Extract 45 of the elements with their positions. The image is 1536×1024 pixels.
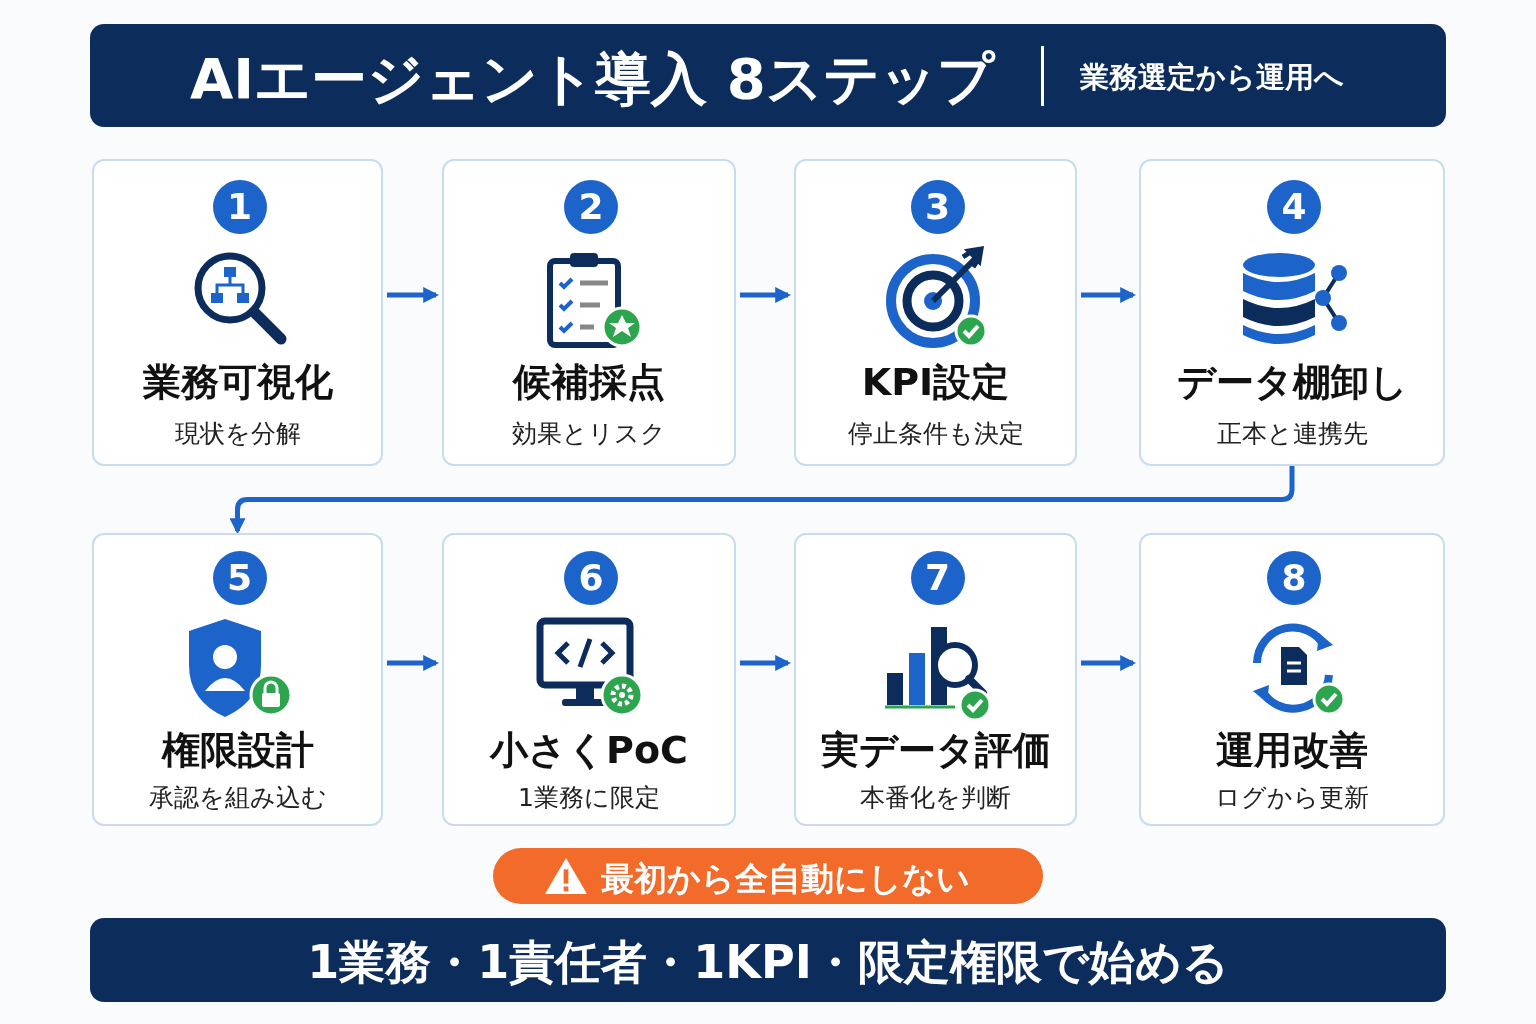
step-title: 権限設計 (160, 727, 315, 774)
step-number: 5 (212, 551, 267, 605)
step-card (794, 159, 1077, 466)
step-description: 承認を組み込む (147, 782, 328, 814)
step-number: 2 (564, 180, 618, 234)
step-card (794, 533, 1077, 826)
step-number: 8 (1267, 551, 1321, 605)
step-card (442, 159, 736, 466)
step-card (92, 159, 383, 466)
step-description: 停止条件も決定 (846, 418, 1025, 450)
step-title: KPI設定 (860, 359, 1011, 406)
arrow (740, 655, 792, 671)
arrow (1081, 655, 1137, 671)
arrow (387, 287, 440, 303)
step-description: 現状を分解 (173, 418, 302, 450)
warning-text: 最初から全自動にしない (601, 858, 970, 900)
step-description: 効果とリスク (511, 418, 667, 450)
arrow (1081, 287, 1137, 303)
step-description: 本番化を判断 (859, 782, 1012, 814)
arrow (387, 655, 440, 671)
step-title: 業務可視化 (141, 359, 334, 406)
step-number: 7 (910, 551, 965, 605)
arrow (740, 287, 792, 303)
step-title: 実データ評価 (819, 727, 1052, 774)
warning-pill (493, 848, 1043, 904)
step-title: 候補採点 (511, 359, 666, 406)
step-number: 4 (1267, 180, 1321, 234)
footer-text: 1業務・1責任者・1KPI・限定権限で始める (306, 934, 1230, 991)
step-description: 1業務に限定 (517, 782, 661, 814)
step-number: 1 (212, 180, 267, 234)
step-description: 正本と連携先 (1215, 418, 1369, 450)
step-card (92, 533, 383, 826)
step-number: 6 (564, 551, 618, 605)
step-card (1139, 533, 1445, 826)
step-description: ログから更新 (1214, 782, 1370, 814)
step-title: 小さくPoC (488, 727, 689, 774)
step-number: 3 (910, 180, 965, 234)
step-title: データ棚卸し (1175, 359, 1409, 406)
title-banner (90, 24, 1446, 127)
step-title: 運用改善 (1215, 727, 1369, 774)
step-card (1139, 159, 1445, 466)
subtitle: 業務選定から運用へ (1080, 59, 1344, 96)
title: AIエージェント導入 8ステップ (190, 45, 994, 113)
step-card (442, 533, 736, 826)
footer-banner (90, 918, 1446, 1002)
